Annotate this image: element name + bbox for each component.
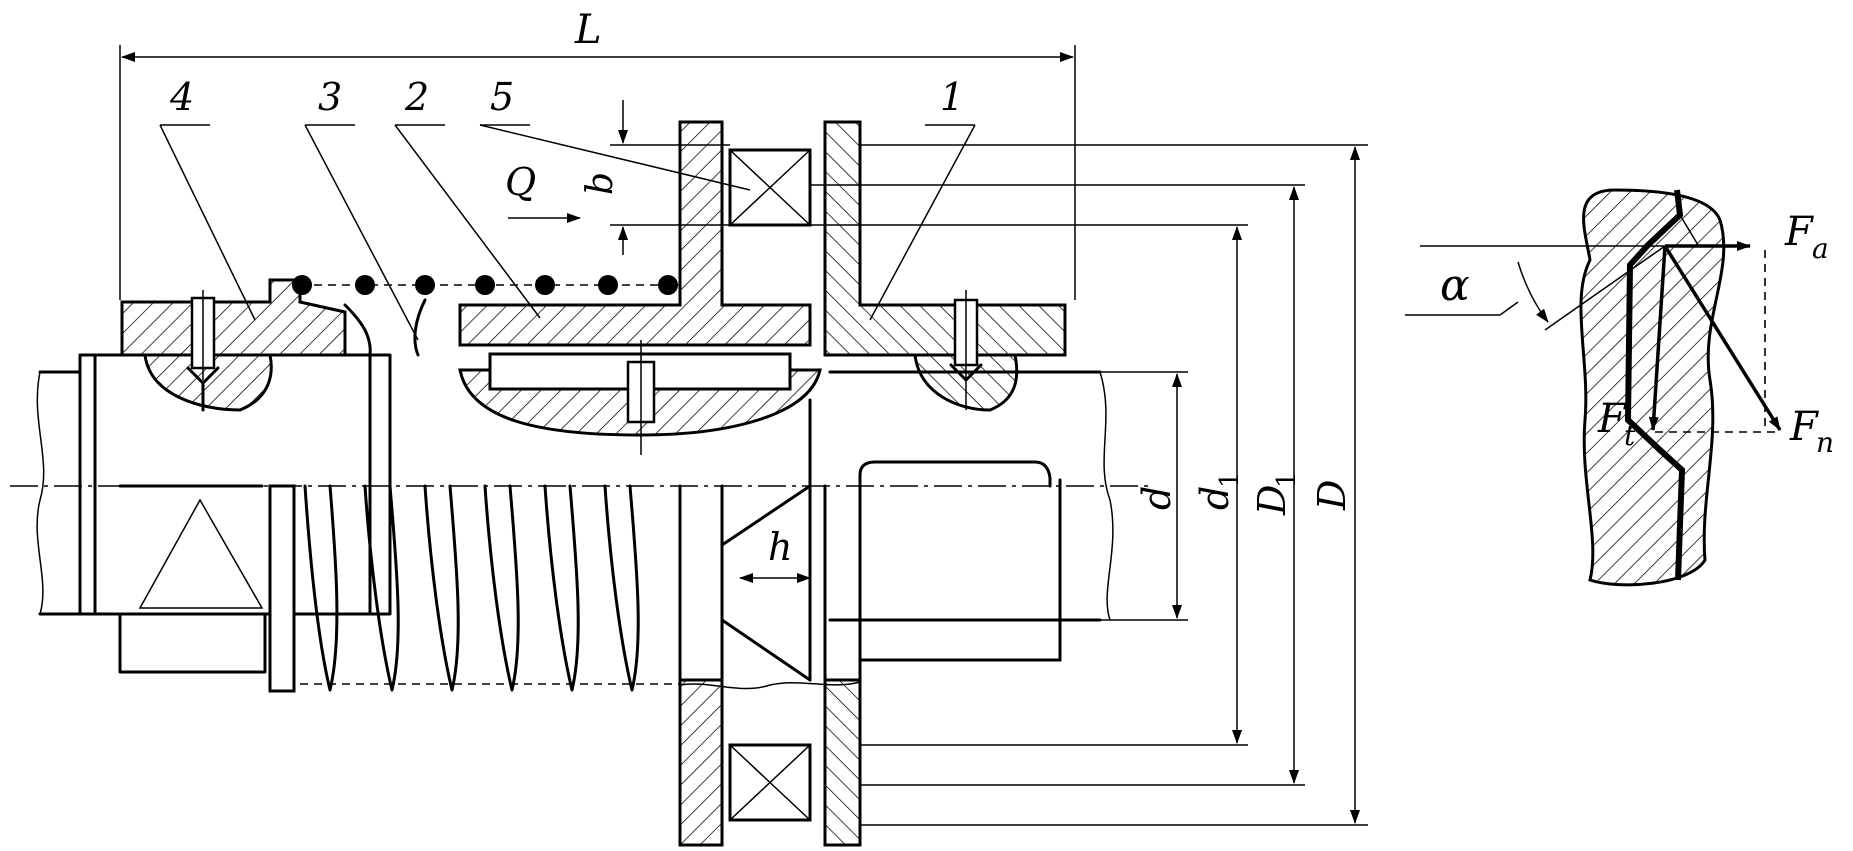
part-2-sleeve (458, 120, 822, 455)
part-label-5: 5 (490, 75, 514, 119)
force-label-fa: F (1784, 209, 1814, 255)
dim-label-b: b (580, 172, 621, 195)
tooth-detail: α F a F t F n (1405, 188, 1834, 587)
part-label-4: 4 (169, 75, 194, 119)
force-label-ft-sub: t (1624, 419, 1636, 452)
dim-label-D1: D 1 (1250, 471, 1302, 516)
main-assembly: L 4 3 2 5 1 Q b h d d 1 D 1 D (10, 7, 1368, 847)
dim-label-d: d (1135, 486, 1179, 510)
dim-label-D1-main: D (1250, 485, 1294, 516)
force-label-fn: F (1789, 404, 1819, 450)
part-label-2: 2 (404, 75, 429, 119)
dimensions (119, 45, 1368, 826)
force-label-fn-sub: n (1816, 426, 1834, 459)
dim-label-h: h (768, 525, 792, 569)
dim-label-d1: d 1 (1193, 471, 1245, 510)
angle-label-alpha: α (1440, 260, 1470, 311)
dim-label-length: L (574, 7, 602, 53)
part-1-hub (678, 120, 1067, 847)
part-label-1: 1 (940, 75, 964, 119)
force-label-ft: F (1597, 396, 1627, 442)
part-5-bearing (728, 148, 812, 822)
part-label-3: 3 (318, 75, 342, 119)
force-label-q: Q (505, 160, 536, 204)
part-4-collar (120, 278, 347, 412)
dim-label-D1-sub: 1 (1272, 471, 1302, 488)
spring-top-section (292, 275, 680, 357)
force-label-fa-sub: a (1812, 232, 1829, 265)
dim-label-D: D (1310, 480, 1354, 511)
spring-lower (268, 484, 680, 693)
dim-label-d1-sub: 1 (1215, 471, 1245, 488)
dim-label-d1-main: d (1193, 486, 1237, 510)
